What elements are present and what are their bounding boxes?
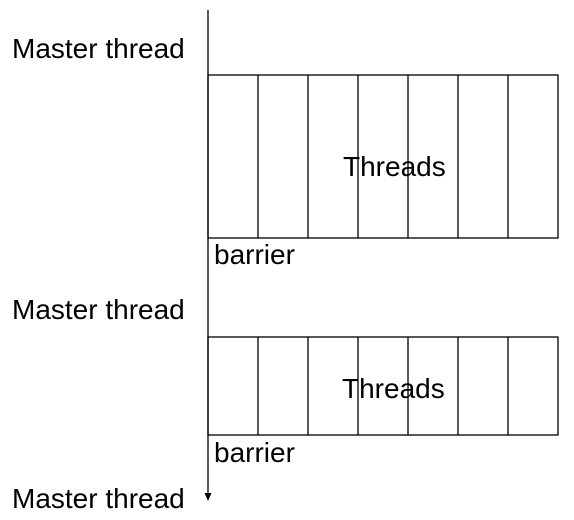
barrier-label-2: barrier [214,437,295,468]
master-thread-label-3: Master thread [12,483,185,514]
threads-label-1: Threads [343,151,446,182]
barrier-label-1: barrier [214,239,295,270]
threads-label-2: Threads [342,373,445,404]
parallel-region-2 [207,336,559,436]
timeline-arrowhead [204,493,212,501]
threads-block [207,74,559,239]
parallel-region-1 [207,74,559,239]
master-thread-label-2: Master thread [12,294,185,325]
threads-block [207,336,559,436]
master-thread-label-1: Master thread [12,33,185,64]
